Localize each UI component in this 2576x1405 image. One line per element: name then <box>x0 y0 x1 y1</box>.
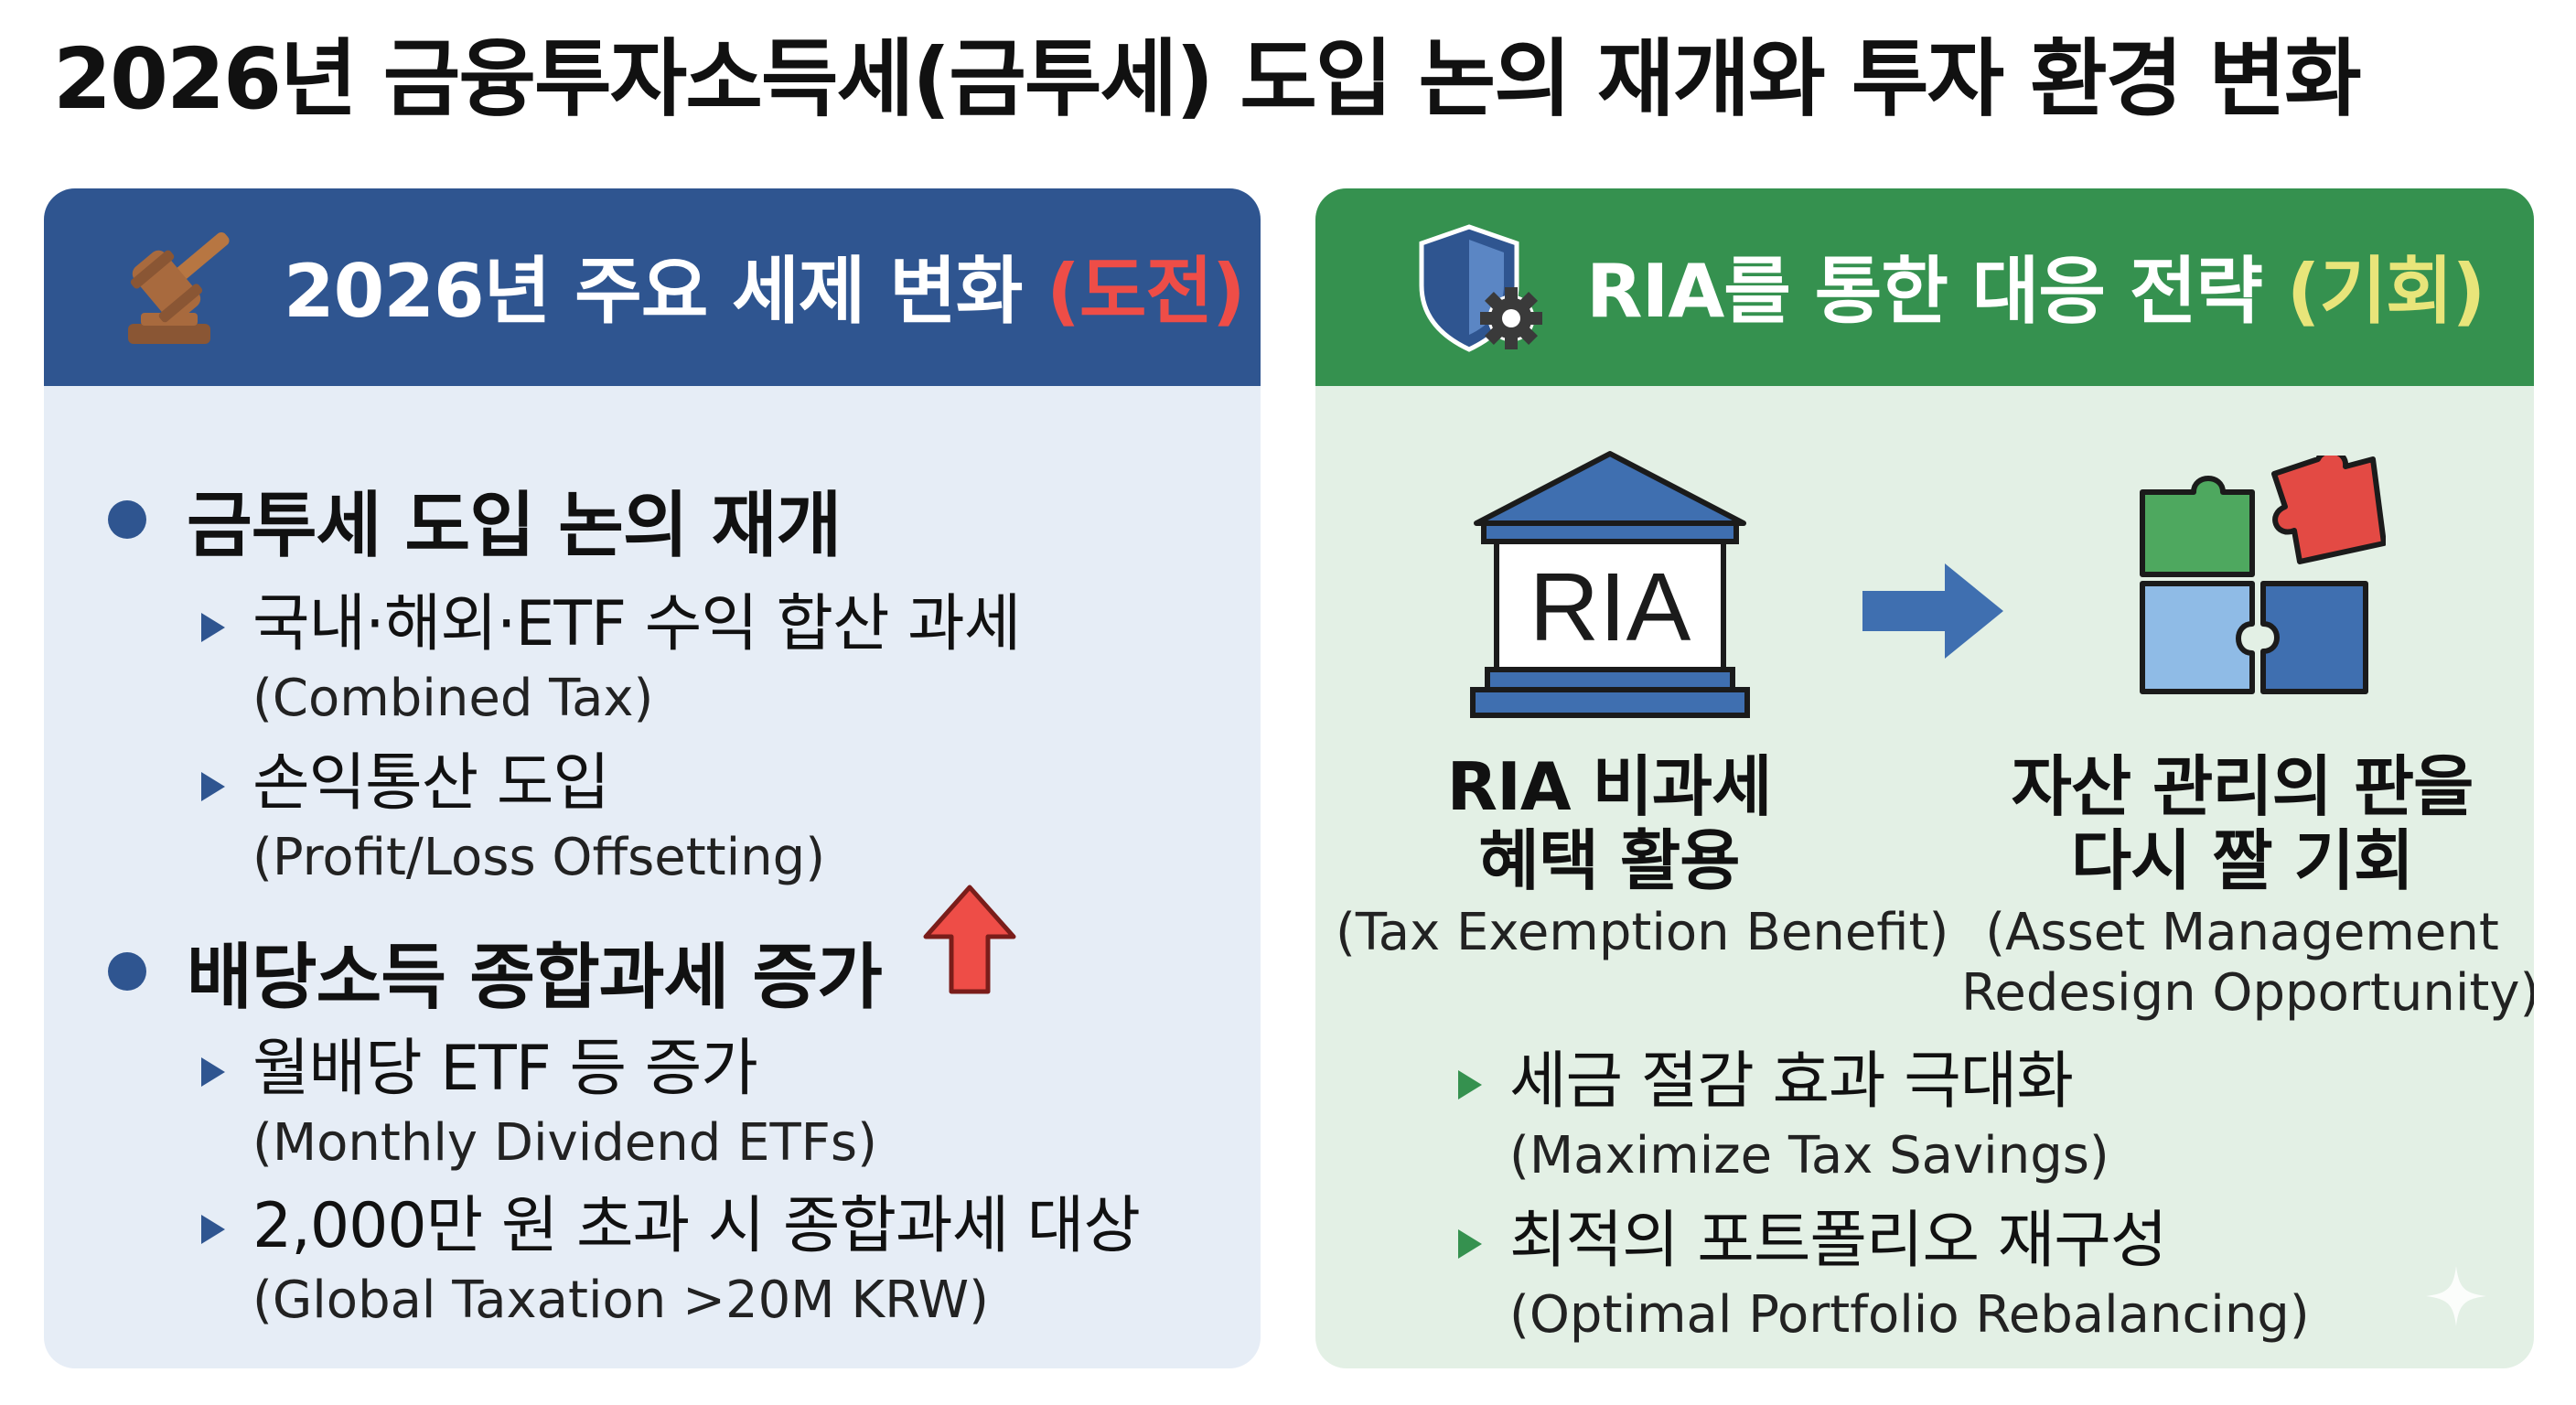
challenge-header-main: 2026년 주요 세제 변화 <box>284 249 1047 334</box>
triangle-bullet-icon <box>201 1057 225 1088</box>
list-item: 손익통산 도입 (Profit/Loss Offsetting) <box>201 732 825 887</box>
item-en: (Maximize Tax Savings) <box>1509 1126 2109 1185</box>
gavel-icon <box>128 231 230 344</box>
shield-gear-icon <box>1419 224 1542 352</box>
section-bullet: 금투세 도입 논의 재개 <box>108 468 842 571</box>
section-label: 금투세 도입 논의 재개 <box>187 485 842 567</box>
item-ko: 최적의 포트폴리오 재구성 <box>1509 1205 2167 1277</box>
opportunity-panel-header: RIA를 통한 대응 전략 (기회) <box>1315 188 2534 386</box>
caption-line: 자산 관리의 판을 <box>2011 748 2474 825</box>
list-item: 국내·해외·ETF 수익 합산 과세 (Combined Tax) <box>201 573 1021 728</box>
up-arrow-icon <box>923 885 1016 994</box>
item-ko: 세금 절감 효과 극대화 <box>1509 1046 2074 1118</box>
opportunity-header-main: RIA를 통한 대응 전략 <box>1586 249 2287 334</box>
item-en: (Optimal Portfolio Rebalancing) <box>1509 1285 2310 1345</box>
triangle-bullet-icon <box>201 772 225 802</box>
opportunity-caption: 자산 관리의 판을 다시 짤 기회 (Asset Management Rede… <box>1961 748 2534 1024</box>
right-arrow-icon <box>1862 563 2003 659</box>
challenge-header-title: 2026년 주요 세제 변화 (도전) <box>284 232 1246 338</box>
list-item: 월배당 ETF 등 증가 (Monthly Dividend ETFs) <box>201 1017 877 1173</box>
triangle-bullet-icon <box>201 1215 225 1245</box>
list-item: 2,000만 원 초과 시 종합과세 대상 (Global Taxation >… <box>201 1174 1141 1330</box>
puzzle-icon <box>2140 456 2386 694</box>
list-item: 최적의 포트폴리오 재구성 (Optimal Portfolio Rebalan… <box>1458 1189 2310 1345</box>
caption-en: (Tax Exemption Benefit) <box>1336 903 1949 963</box>
section-bullet: 배당소득 종합과세 증가 <box>108 920 883 1023</box>
bank-icon: RIA <box>1470 451 1750 718</box>
challenge-panel-header: 2026년 주요 세제 변화 (도전) <box>44 188 1261 386</box>
challenge-panel: 2026년 주요 세제 변화 (도전) 금투세 도입 논의 재개 국내·해외·E… <box>44 188 1261 1368</box>
tax-benefit-caption: RIA 비과세 혜택 활용 (Tax Exemption Benefit) <box>1336 748 1949 963</box>
item-ko: 2,000만 원 초과 시 종합과세 대상 <box>252 1190 1141 1262</box>
opportunity-panel: RIA를 통한 대응 전략 (기회) RIA RIA 비과세 혜택 활용 (Ta… <box>1315 188 2534 1368</box>
triangle-bullet-icon <box>201 613 225 643</box>
section-label: 배당소득 종합과세 증가 <box>187 937 883 1019</box>
bullet-dot <box>108 952 146 991</box>
item-ko: 손익통산 도입 <box>252 747 610 820</box>
item-en: (Profit/Loss Offsetting) <box>252 828 826 887</box>
triangle-bullet-icon <box>1458 1070 1482 1100</box>
sparkle-icon <box>2426 1266 2486 1326</box>
caption-en: Redesign Opportunity) <box>1961 963 2534 1024</box>
item-ko: 월배당 ETF 등 증가 <box>252 1033 758 1105</box>
caption-line: 다시 짤 기회 <box>2070 821 2414 899</box>
challenge-header-tag: (도전) <box>1046 249 1245 334</box>
opportunity-header-tag: (기회) <box>2286 249 2485 334</box>
list-item: 세금 절감 효과 극대화 (Maximize Tax Savings) <box>1458 1030 2109 1185</box>
item-ko: 국내·해외·ETF 수익 합산 과세 <box>252 588 1021 660</box>
caption-line: RIA 비과세 <box>1446 748 1773 825</box>
page-title: 2026년 금융투자소득세(금투세) 도입 논의 재개와 투자 환경 변화 <box>53 30 2362 128</box>
item-en: (Combined Tax) <box>252 669 654 728</box>
opportunity-header-title: RIA를 통한 대응 전략 (기회) <box>1586 232 2485 338</box>
item-en: (Global Taxation >20M KRW) <box>252 1271 989 1330</box>
bullet-dot <box>108 500 146 539</box>
caption-line: 혜택 활용 <box>1478 821 1740 899</box>
bank-icon-label: RIA <box>1530 553 1691 661</box>
item-en: (Monthly Dividend ETFs) <box>252 1113 877 1173</box>
caption-en: (Asset Management <box>1985 903 2499 963</box>
triangle-bullet-icon <box>1458 1229 1482 1260</box>
